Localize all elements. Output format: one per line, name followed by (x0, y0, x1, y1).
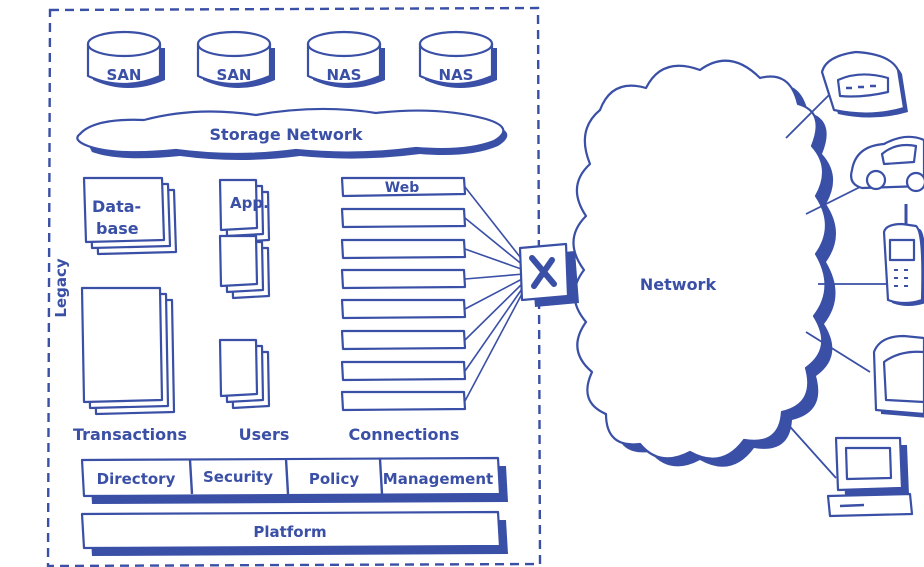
service-policy: Policy (309, 470, 359, 488)
transactions-label: Transactions (73, 425, 187, 444)
svg-text:Web: Web (385, 180, 419, 196)
svg-text:SAN: SAN (107, 66, 142, 84)
svg-text:App.: App. (230, 194, 269, 212)
svg-text:NAS: NAS (327, 66, 362, 84)
svg-text:base: base (96, 219, 139, 238)
svg-text:Network: Network (640, 275, 717, 294)
storage-network-cloud: Storage Network (76, 107, 508, 160)
services-bar: Directory Security Policy Management (80, 456, 508, 504)
router-icon (518, 242, 579, 307)
svg-text:SAN: SAN (217, 66, 252, 84)
service-security: Security (203, 468, 273, 486)
connection-bars: Web (340, 176, 467, 412)
connections-label: Connections (349, 425, 460, 444)
transactions-stack (80, 286, 176, 416)
storage-nas-1: NAS (306, 30, 385, 88)
platform-bar: Platform (80, 510, 508, 556)
svg-text:NAS: NAS (439, 66, 474, 84)
svg-text:Data-: Data- (92, 197, 141, 216)
service-management: Management (383, 470, 493, 488)
svg-text:Storage Network: Storage Network (210, 125, 363, 144)
storage-san-1: SAN (86, 30, 165, 88)
svg-text:Platform: Platform (253, 523, 326, 541)
app-stack-2 (218, 234, 271, 300)
connection-fan-lines (464, 186, 525, 402)
database-stack: Data- base (82, 176, 178, 256)
network-cloud: Network (572, 59, 836, 467)
phone-icon (820, 50, 908, 118)
service-directory: Directory (97, 470, 176, 488)
users-label: Users (239, 425, 290, 444)
mobile-phone-icon (882, 204, 924, 306)
device-links (783, 89, 886, 479)
app-stack-1: App. (218, 178, 271, 244)
app-stack-3 (218, 338, 271, 410)
tablet-icon (872, 334, 924, 418)
legacy-label: Legacy (52, 258, 70, 317)
car-icon (850, 135, 924, 193)
storage-nas-2: NAS (418, 30, 497, 88)
storage-san-2: SAN (196, 30, 275, 88)
computer-icon (826, 436, 914, 518)
